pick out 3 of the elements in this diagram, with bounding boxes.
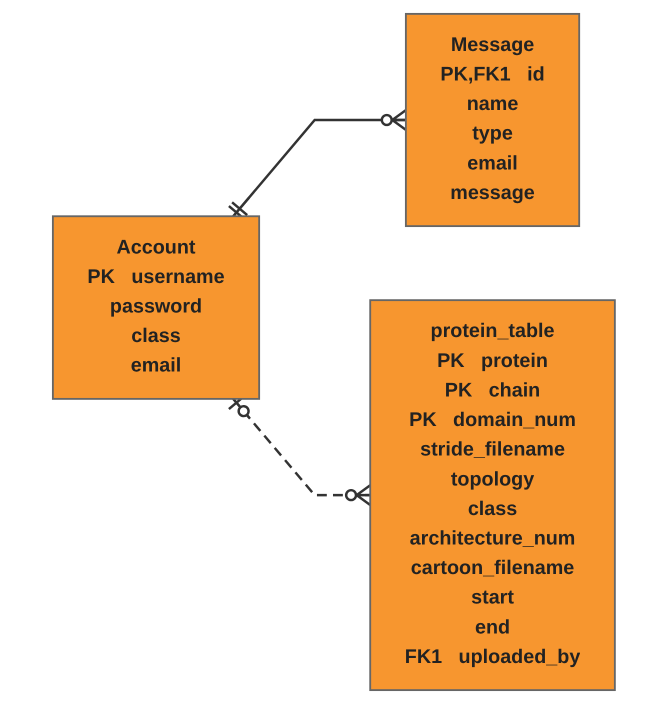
entity-table: protein_table PK protein PK chain PK domain_num stride_filename topology class architecture_num cartoon_filename start end FK1 uploaded_by: [369, 299, 616, 692]
entity-table: Account PK username password class email: [52, 215, 260, 400]
entity-table: Message PK,FK1 id name type email message: [405, 12, 580, 228]
